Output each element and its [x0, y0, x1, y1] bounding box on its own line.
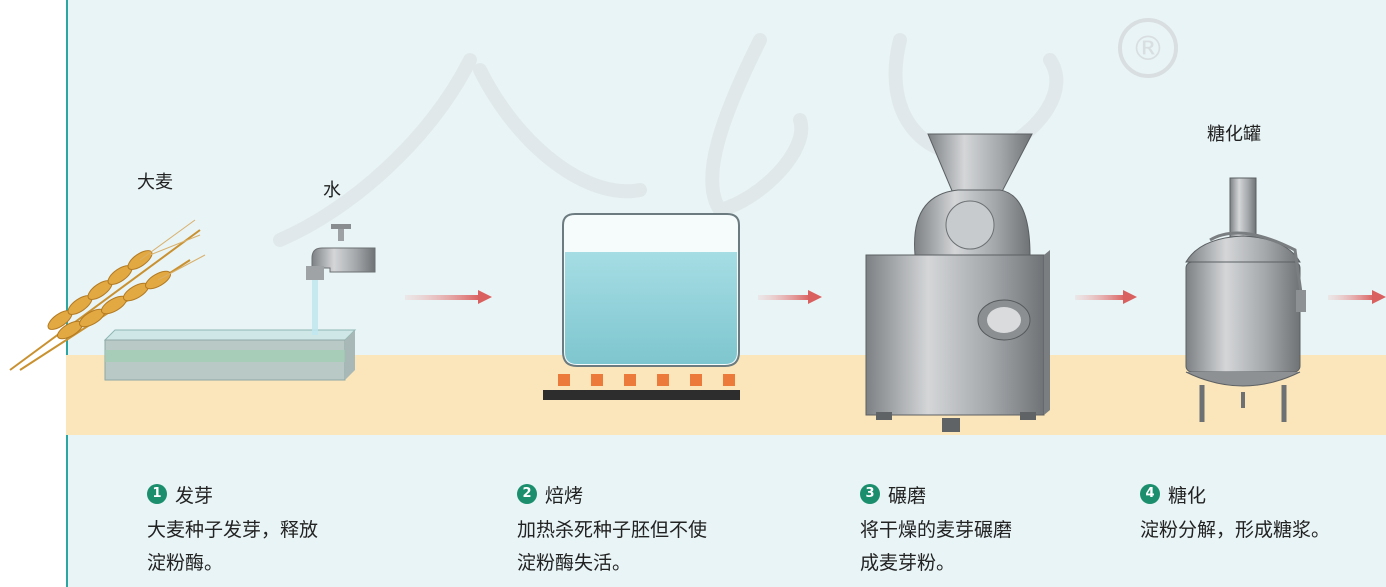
step-kilning: 2 焙烤 加热杀死种子胚但不使 淀粉酶失活。	[517, 480, 707, 580]
step-number-badge: 2	[517, 484, 537, 504]
registered-mark-ring	[1118, 18, 1178, 78]
step-title: 糖化	[1168, 484, 1207, 507]
wheat-icon	[9, 219, 206, 371]
step-description-line-2: 淀粉酶失活。	[517, 552, 632, 574]
saccharification-tank-icon	[1185, 177, 1306, 422]
step-description-line-1: 淀粉分解，形成糖浆。	[1140, 519, 1331, 541]
step-germination: 1 发芽 大麦种子发芽，释放 淀粉酶。	[147, 480, 318, 580]
step-description-line-1: 加热杀死种子胚但不使	[517, 519, 708, 541]
step-title: 发芽	[175, 484, 214, 507]
grinder-icon	[865, 133, 1050, 432]
step-description-line-1: 大麦种子发芽，释放	[147, 519, 319, 541]
step-saccharification: 4 糖化 淀粉分解，形成糖浆。	[1140, 480, 1330, 547]
step-number-badge: 4	[1140, 484, 1160, 504]
registered-mark: ®	[1131, 29, 1165, 69]
kiln-tank-icon	[562, 213, 740, 367]
step-description-line-2: 成麦芽粉。	[860, 552, 956, 574]
step-milling: 3 碾磨 将干燥的麦芽碾磨 成麦芽粉。	[860, 480, 1012, 580]
step-number-badge: 1	[147, 484, 167, 504]
process-arrow-icon	[405, 290, 1386, 304]
heater-plate-icon	[543, 374, 740, 400]
tank-label: 糖化罐	[1207, 124, 1261, 145]
step-title: 焙烤	[545, 484, 584, 507]
step-description-line-1: 将干燥的麦芽碾磨	[860, 519, 1013, 541]
water-label: 水	[323, 180, 341, 201]
faucet-icon	[306, 224, 376, 335]
germination-tray-icon	[103, 329, 357, 381]
step-description-line-2: 淀粉酶。	[147, 552, 224, 574]
left-border-line	[66, 0, 68, 587]
step-title: 碾磨	[888, 484, 927, 507]
step-number-badge: 3	[860, 484, 880, 504]
barley-label: 大麦	[137, 172, 173, 193]
